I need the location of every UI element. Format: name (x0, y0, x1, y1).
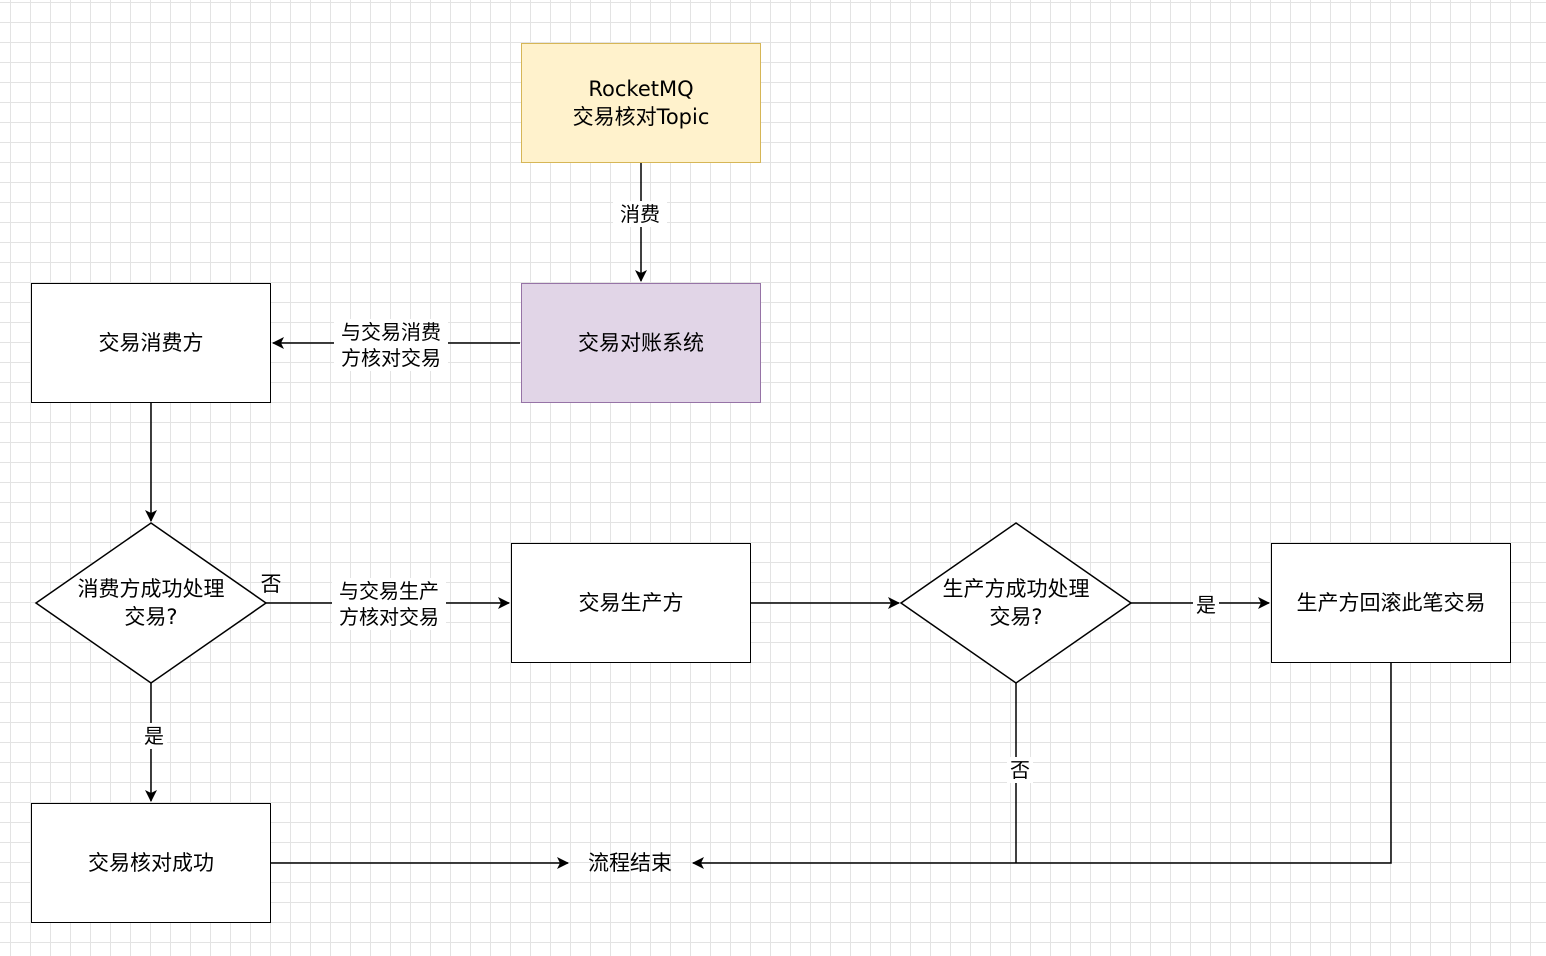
producer-decision-label: 生产方成功处理 交易? (942, 577, 1090, 629)
consumer-node-label: 交易消费方 (98, 331, 204, 355)
edge-label-no-consumer: 否 (260, 572, 282, 596)
topic-node[interactable]: RocketMQ 交易核对Topic (521, 43, 761, 163)
check-success-node[interactable]: 交易核对成功 (31, 803, 271, 923)
edge-label-yes-producer: 是 (1193, 592, 1219, 618)
edge-label-consume: 消费 (613, 201, 667, 227)
topic-node-label: RocketMQ 交易核对Topic (572, 77, 710, 129)
edge-rollback-to-end[interactable] (692, 663, 1392, 869)
recon-system-node-label: 交易对账系统 (578, 331, 704, 355)
recon-system-node[interactable]: 交易对账系统 (521, 283, 761, 403)
edge-label-yes-consumer: 是 (141, 723, 167, 749)
rollback-node-label: 生产方回滚此笔交易 (1296, 591, 1486, 615)
edge-label-check-with-consumer: 与交易消费 方核对交易 (334, 319, 448, 371)
edge-label-no-producer: 否 (1007, 757, 1033, 783)
rollback-node[interactable]: 生产方回滚此笔交易 (1271, 543, 1511, 663)
producer-node-label: 交易生产方 (578, 591, 684, 615)
consumer-node[interactable]: 交易消费方 (31, 283, 271, 403)
check-success-node-label: 交易核对成功 (88, 851, 214, 875)
producer-node[interactable]: 交易生产方 (511, 543, 751, 663)
end-node[interactable]: 流程结束 (588, 851, 672, 875)
consumer-decision-label: 消费方成功处理 交易? (77, 577, 225, 629)
edge-label-check-with-producer: 与交易生产 方核对交易 (332, 578, 446, 630)
